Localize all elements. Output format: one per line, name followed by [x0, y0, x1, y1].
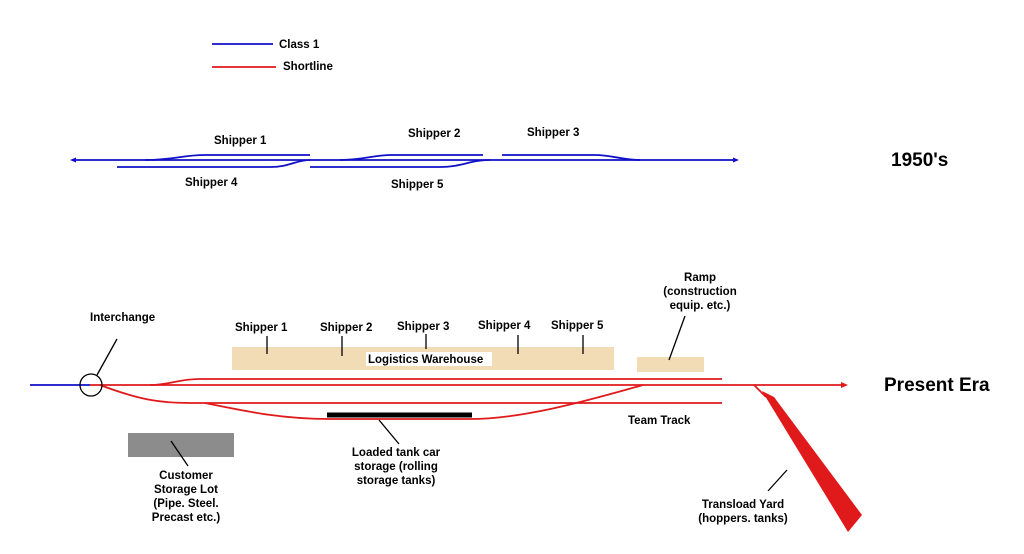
- storage-lot-leader: [170, 440, 189, 467]
- interchange-label: Interchange: [90, 312, 155, 324]
- era-1950s-title: 1950's: [891, 150, 948, 171]
- customer-storage-lot: [128, 433, 234, 457]
- ramp-label-line-1: Ramp: [684, 272, 716, 284]
- team-track-label: Team Track: [628, 415, 691, 427]
- tank-storage-label-line-3: storage tanks): [357, 475, 436, 487]
- warehouse-label-bg: [366, 352, 492, 366]
- storage-siding: [204, 384, 644, 420]
- layout-present: Interchange Shipper 1 Shipper 2 Shipper …: [30, 272, 990, 532]
- transload-label-line-1: Transload Yard: [702, 499, 784, 511]
- spur-shipper-2: [339, 154, 483, 161]
- tank-storage-label-line-2: storage (rolling: [354, 461, 438, 473]
- ramp-area: [637, 357, 704, 372]
- shipper-2-label-1950: Shipper 2: [408, 128, 460, 140]
- ramp-label-line-2: (construction: [663, 286, 736, 298]
- tank-storage-label-line-1: Loaded tank car: [352, 447, 441, 459]
- shipper-2-label: Shipper 2: [320, 322, 372, 334]
- shipper-3-label-1950: Shipper 3: [527, 127, 579, 139]
- shortline-east-arrow: [841, 382, 848, 388]
- spur-shipper-5: [310, 159, 491, 168]
- ramp-leader: [668, 315, 686, 361]
- mainline-east-arrow: [733, 157, 739, 163]
- warehouse-label: Logistics Warehouse: [368, 354, 483, 366]
- legend-class1-label: Class 1: [279, 39, 320, 51]
- warehouse-siding: [149, 378, 722, 386]
- interchange-leader: [96, 338, 118, 376]
- spur-shipper-3: [502, 154, 641, 161]
- shipper-3-label: Shipper 3: [397, 321, 449, 333]
- legend: Class 1 Shortline: [212, 39, 333, 73]
- storage-lot-label-line-2: Storage Lot: [154, 484, 218, 496]
- ramp-label-line-3: equip. etc.): [670, 300, 731, 312]
- shipper-5-label-1950: Shipper 5: [391, 179, 444, 191]
- team-track: [99, 384, 722, 404]
- transload-yard: [762, 391, 862, 532]
- mainline-west-arrow: [70, 157, 76, 163]
- shipper-4-label: Shipper 4: [478, 320, 531, 332]
- spur-shipper-4: [117, 159, 311, 168]
- shipper-1-label: Shipper 1: [235, 322, 288, 334]
- storage-lot-label-line-4: Precast etc.): [152, 512, 221, 524]
- storage-lot-label-line-1: Customer: [159, 470, 213, 482]
- spur-shipper-1: [144, 154, 310, 161]
- storage-lot-label-line-3: (Pipe. Steel.: [153, 498, 218, 510]
- transload-leader: [767, 469, 788, 492]
- transload-label-line-2: (hoppers. tanks): [698, 513, 788, 525]
- shipper-5-label: Shipper 5: [551, 320, 604, 332]
- layout-1950s: Shipper 1 Shipper 2 Shipper 3 Shipper 4 …: [70, 127, 948, 191]
- shipper-1-label-1950: Shipper 1: [214, 135, 267, 147]
- interchange-marker: [79, 373, 103, 397]
- shipper-4-label-1950: Shipper 4: [185, 177, 238, 189]
- transload-lead: [753, 384, 767, 398]
- legend-shortline-label: Shortline: [283, 61, 333, 73]
- tank-storage-leader: [378, 419, 400, 445]
- present-era-title: Present Era: [884, 375, 990, 396]
